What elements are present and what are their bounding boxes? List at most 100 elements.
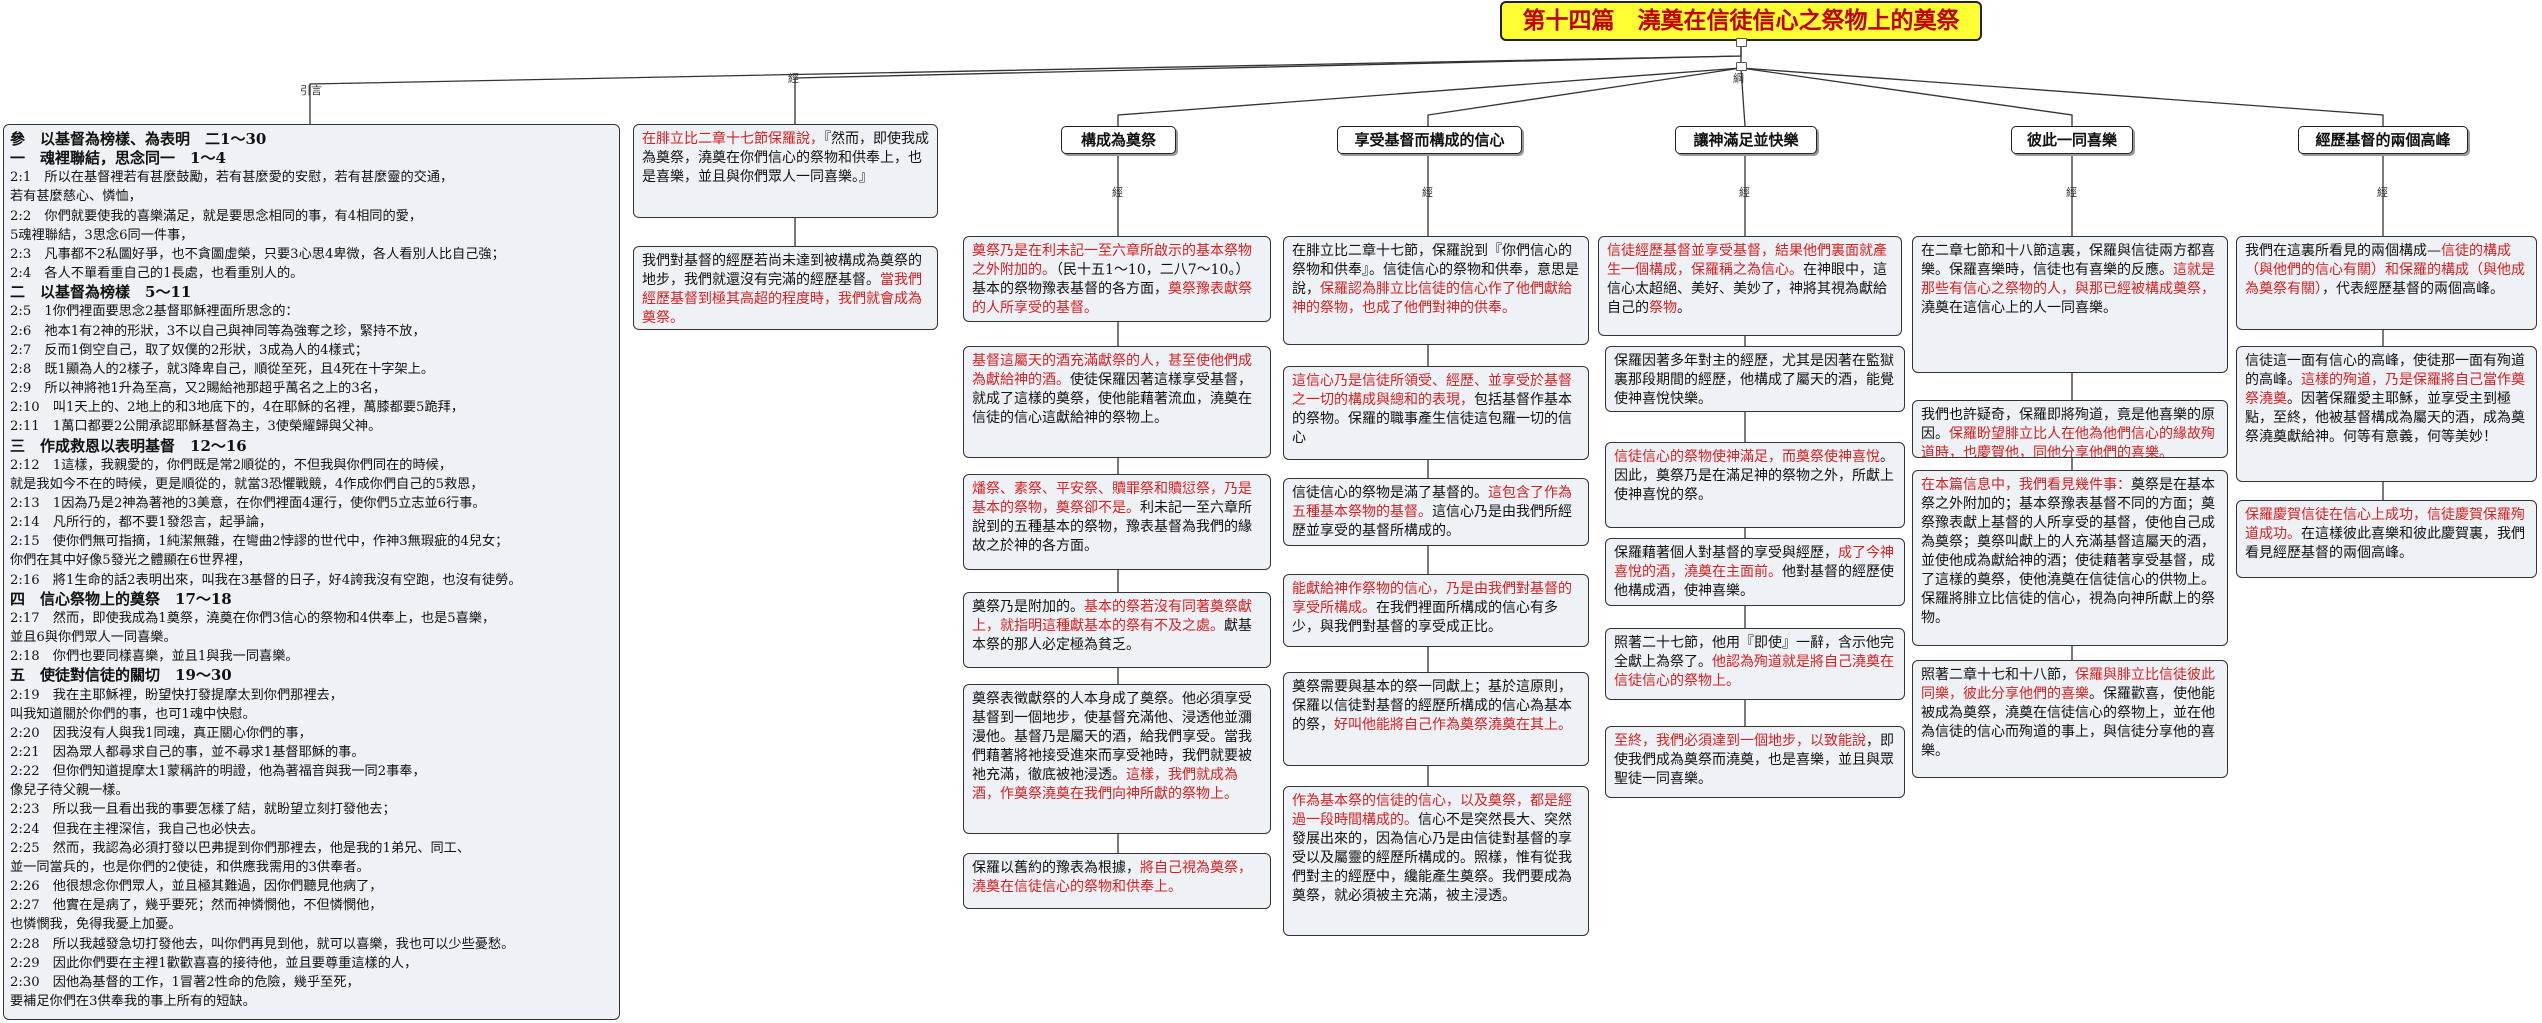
c3-node-4[interactable]: 保羅藉著個人對基督的享受與經歷，成了今神喜悅的酒，澆奠在主面前。他對基督的經歷使… bbox=[1605, 538, 1905, 606]
header-become-drink-offering[interactable]: 構成為奠祭 bbox=[1061, 126, 1176, 154]
root-title[interactable]: 第十四篇 澆奠在信徒信心之祭物上的奠祭 bbox=[1500, 1, 1982, 41]
outline-heading: 一 魂裡聯結，思念同一 1～4 bbox=[10, 149, 226, 168]
verse-line: 2:22 但你們知道提摩太1蒙稱許的明證，他為著福音與我一同2事奉， bbox=[10, 764, 426, 780]
c3-node-6[interactable]: 至終，我們必須達到一個地步，以致能說，即使我們成為奠祭而澆奠，也是喜樂，並且與眾… bbox=[1605, 726, 1905, 798]
c3-node-1[interactable]: 信徒經歷基督並享受基督，結果他們裏面就產生一個構成，保羅稱之為信心。在神眼中，這… bbox=[1598, 236, 1902, 336]
c1-node-6[interactable]: 保羅以舊約的豫表為根據，將自己視為奠祭，澆奠在信徒信心的祭物和供奉上。 bbox=[963, 853, 1271, 909]
main-text-node-1[interactable]: 在腓立比二章十七節保羅說，『然而，即使我成為奠祭，澆奠在你們信心的祭物和供奉上，… bbox=[633, 124, 938, 218]
c5-node-1[interactable]: 我們在這裏所看見的兩個構成—信徒的構成（與他們的信心有關）和保羅的構成（與他成為… bbox=[2236, 236, 2537, 330]
c1-node-4[interactable]: 奠祭乃是附加的。基本的祭若沒有同著奠祭獻上，就指明這種獻基本的祭有不及之處。獻基… bbox=[963, 592, 1271, 668]
verse-line: 你們在其中好像5發光之體顯在6世界裡， bbox=[10, 553, 251, 569]
verse-line: 就是我如今不在的時候，更是順從的，就當3恐懼戰競，4作成你們自己的5救恩， bbox=[10, 476, 484, 492]
c1-node-1[interactable]: 奠祭乃是在利未記一至六章所啟示的基本祭物之外附加的。（民十五1～10，二八7～1… bbox=[963, 236, 1271, 322]
body-text: 。因此，奠祭乃是在滿足神的祭物之外，所獻上使神喜悅的祭。 bbox=[1614, 449, 1894, 503]
verse-line: 2:20 因我沒有人與我1同魂，真正關心你們的事， bbox=[10, 725, 312, 741]
verse-line: 2:24 但我在主裡深信，我自己也必快去。 bbox=[10, 821, 264, 837]
c2-node-6[interactable]: 作為基本祭的信徒的信心，以及奠祭，都是經過一段時間構成的。信心不是突然長大、突然… bbox=[1283, 786, 1589, 936]
verse-line: 2:30 因他為基督的工作，1冒著2性命的危險，幾乎至死， bbox=[10, 974, 360, 990]
verse-line: 2:11 1萬口都要2公開承認耶穌基督為主，3使榮耀歸與父神。 bbox=[10, 419, 382, 435]
c1-node-2[interactable]: 基督這屬天的酒充滿獻祭的人，甚至使他們成為獻給神的酒。使徒保羅因著這樣享受基督，… bbox=[963, 346, 1271, 458]
c3-node-5[interactable]: 照著二十七節，他用『即使』一辭，含示他完全獻上為祭了。他認為殉道就是將自己澆奠在… bbox=[1605, 628, 1905, 700]
c3-node-2[interactable]: 保羅因著多年對主的經歷，尤其是因著在監獄裏那段期間的經歷，他構成了屬天的酒，能覺… bbox=[1605, 346, 1905, 412]
body-text: 保羅因著多年對主的經歷，尤其是因著在監獄裏那段期間的經歷，他構成了屬天的酒，能覺… bbox=[1614, 353, 1894, 407]
header-two-peaks[interactable]: 經歷基督的兩個高峰 bbox=[2298, 126, 2468, 154]
header-rejoice-together[interactable]: 彼此一同喜樂 bbox=[2011, 126, 2133, 154]
body-text: ，即使我們成為奠祭而澆奠，也是喜樂，並且與眾聖徒一同喜樂。 bbox=[1614, 733, 1894, 787]
branch-label-c2: 經 bbox=[1422, 186, 1433, 199]
highlight-text: 能獻給神作祭物的信心，乃是由我們對基督的享受所構成。 bbox=[1292, 581, 1572, 616]
highlight-text: 這樣的殉道，乃是保羅將自己當作奠祭澆奠 bbox=[2245, 372, 2525, 407]
verse-line: 並一同當兵的，也是你們的2使徒，和供應我需用的3供奉者。 bbox=[10, 859, 370, 875]
highlight-text: 至終，我們必須達到一個地步，以致能說 bbox=[1614, 733, 1866, 749]
main-branch-icon[interactable] bbox=[1736, 62, 1747, 71]
body-text: 信徒信心的祭物是滿了基督的。 bbox=[1292, 485, 1488, 501]
verse-line: 2:1 所以在基督裡若有甚麼鼓勵，若有甚麼愛的安慰，若有甚麼靈的交通， bbox=[10, 170, 454, 186]
body-text: 在二章七節和十八節這裏，保羅與信徒兩方都喜樂。保羅喜樂時，信徒也有喜樂的反應。 bbox=[1921, 243, 2215, 278]
body-text: 照著二章十七和十八節， bbox=[1921, 667, 2075, 683]
body-text: 我們對基督的經歷若尚未達到被構成為奠祭的地步，我們就還沒有完滿的經歷基督。 bbox=[642, 253, 922, 288]
c1-node-5[interactable]: 奠祭表徵獻祭的人本身成了奠祭。他必須享受基督到一個地步，使基督充滿他、浸透他並瀰… bbox=[963, 684, 1271, 834]
highlight-text: 這包含了作為五種基本祭物的基督。 bbox=[1292, 485, 1572, 520]
branch-label-main-text: 經 bbox=[788, 72, 799, 85]
c4-node-1[interactable]: 在二章七節和十八節這裏，保羅與信徒兩方都喜樂。保羅喜樂時，信徒也有喜樂的反應。這… bbox=[1912, 236, 2228, 373]
connector-root-intro bbox=[309, 44, 1742, 124]
branch-label-c1: 經 bbox=[1112, 186, 1123, 199]
highlight-text: 祭物 bbox=[1649, 300, 1677, 316]
highlight-text: 保羅與腓立比信徒彼此同樂，彼此分享他們的喜樂 bbox=[1921, 667, 2215, 702]
body-text: 包括基督作基本的祭物。保羅的職事產生信徒這包羅一切的信心 bbox=[1292, 392, 1572, 446]
verse-line: 2:28 所以我越發急切打發他去，叫你們再見到他，就可以喜樂，我也可以少些憂愁。 bbox=[10, 936, 515, 952]
verse-line: 2:10 叫1天上的、2地上的和3地底下的，4在耶穌的名裡，萬膝都要5跪拜， bbox=[10, 400, 465, 416]
connector-main-h5 bbox=[1740, 67, 2384, 126]
verse-line: 2:14 凡所行的，都不要1發怨言，起爭論， bbox=[10, 515, 273, 531]
c4-node-2[interactable]: 我們也許疑奇，保羅即將殉道，竟是他喜樂的原因。保羅盼望腓立比人在他為他們信心的緣… bbox=[1912, 400, 2228, 458]
c1-node-3[interactable]: 燔祭、素祭、平安祭、贖罪祭和贖愆祭，乃是基本的祭物，奠祭卻不是。利未記一至六章所… bbox=[963, 474, 1271, 570]
verse-line: 2:16 將1生命的話2表明出來，叫我在3基督的日子，好4誇我沒有空跑，也沒有徒… bbox=[10, 572, 522, 588]
highlight-text: 將自己視為奠祭，澆奠在信徒信心的祭物和供奉上。 bbox=[972, 860, 1252, 895]
body-text: 奠祭需要與基本的祭一同獻上；基於這原則，保羅以信徒對基督的經歷所構成的信心為基本… bbox=[1292, 679, 1572, 733]
verse-line: 2:18 你們也要同樣喜樂，並且1與我一同喜樂。 bbox=[10, 649, 299, 665]
verse-line: 2:19 我在主耶穌裡，盼望快打發提摩太到你們那裡去， bbox=[10, 687, 343, 703]
c2-node-3[interactable]: 信徒信心的祭物是滿了基督的。這包含了作為五種基本祭物的基督。這信心乃是由我們所經… bbox=[1283, 478, 1589, 546]
verse-line: 2:3 凡事都不2私圖好爭，也不貪圖虛榮，只要3心思4卑微，各人看別人比自己強； bbox=[10, 246, 505, 262]
main-text-node-2[interactable]: 我們對基督的經歷若尚未達到被構成為奠祭的地步，我們就還沒有完滿的經歷基督。當我們… bbox=[633, 246, 938, 330]
body-text: 。保羅歡喜，使他能被成為奠祭，澆奠在信徒信心的祭物上，並在他為信徒的信心而殉道的… bbox=[1921, 686, 2215, 759]
highlight-text: 信徒經歷基督並享受基督，結果他們裏面就產生一個構成，保羅稱之為信心。 bbox=[1607, 243, 1887, 278]
verse-line: 並且6與你們眾人一同喜樂。 bbox=[10, 630, 177, 646]
c2-node-4[interactable]: 能獻給神作祭物的信心，乃是由我們對基督的享受所構成。在我們裡面所構成的信心有多少… bbox=[1283, 574, 1589, 647]
body-text: 保羅藉著個人對基督的享受與經歷， bbox=[1614, 545, 1838, 561]
verse-line: 2:17 然而，即使我成為1奠祭，澆奠在你們3信心的祭物和4供奉上，也是5喜樂， bbox=[10, 610, 496, 626]
body-text: 這信心乃是由我們所經歷並享受的基督所構成的。 bbox=[1292, 504, 1572, 539]
verse-line: 2:8 既1顯為人的2樣子，就3降卑自己，順從至死，且4死在十字架上。 bbox=[10, 361, 435, 377]
c2-node-5[interactable]: 奠祭需要與基本的祭一同獻上；基於這原則，保羅以信徒對基督的經歷所構成的信心為基本… bbox=[1283, 672, 1589, 766]
outline-heading: 二 以基督為榜樣 5～11 bbox=[10, 283, 192, 302]
header-satisfy-god[interactable]: 讓神滿足並快樂 bbox=[1675, 126, 1817, 154]
connector-main-h2 bbox=[1427, 67, 1742, 126]
body-text: 他對基督的經歷使他構成酒，使神喜樂。 bbox=[1614, 564, 1894, 599]
highlight-text: 燔祭、素祭、平安祭、贖罪祭和贖愆祭，乃是基本的祭物，奠祭卻不是。 bbox=[972, 481, 1252, 516]
c4-node-4[interactable]: 照著二章十七和十八節，保羅與腓立比信徒彼此同樂，彼此分享他們的喜樂。保羅歡喜，使… bbox=[1912, 660, 2228, 778]
highlight-text: 作為基本祭的信徒的信心，以及奠祭，都是經過一段時間構成的。 bbox=[1292, 793, 1572, 828]
c5-node-2[interactable]: 信徒這一面有信心的高峰，使徒那一面有殉道的高峰。這樣的殉道，乃是保羅將自己當作奠… bbox=[2236, 346, 2537, 482]
highlight-text: 成了今神喜悅的酒，澆奠在主面前。 bbox=[1614, 545, 1894, 580]
c2-node-2[interactable]: 這信心乃是信徒所領受、經歷、並享受於基督之一切的構成與總和的表現，包括基督作基本… bbox=[1283, 366, 1589, 460]
c3-node-3[interactable]: 信徒信心的祭物使神滿足，而奠祭使神喜悅。因此，奠祭乃是在滿足神的祭物之外，所獻上… bbox=[1605, 442, 1905, 528]
body-text: 在這樣彼此喜樂和彼此慶賀裏，我們看見經歷基督的兩個高峰。 bbox=[2245, 526, 2525, 561]
body-text: 利未記一至六章所說到的五種基本的祭物，豫表基督為我們的緣故之於神的各方面。 bbox=[972, 500, 1252, 554]
body-text: 獻基本祭的那人必定極為貧乏。 bbox=[972, 618, 1252, 653]
root-collapse-icon[interactable] bbox=[1736, 38, 1747, 47]
c5-node-3[interactable]: 保羅慶賀信徒在信心上成功，信徒慶賀保羅殉道成功。在這樣彼此喜樂和彼此慶賀裏，我們… bbox=[2236, 500, 2537, 578]
verse-line: 2:12 1這樣，我親愛的，你們既是常2順從的，不但我與你們同在的時候， bbox=[10, 457, 453, 473]
branch-label-main: 綱 bbox=[1733, 72, 1744, 85]
verse-line: 2:9 所以神將祂1升為至高，又2賜給祂那超乎萬名之上的3名， bbox=[10, 381, 387, 397]
highlight-text: 保羅盼望腓立比人在他為他們信心的緣故殉道時，也慶賀他，同他分享他們的喜樂。 bbox=[1921, 426, 2215, 458]
body-text: 澆奠在這信心上的人一同喜樂。 bbox=[1921, 300, 2117, 316]
body-text: 照著二十七節，他用『即使』一辭，含示他完全獻上為祭了。 bbox=[1614, 635, 1894, 670]
header-faith-constituted[interactable]: 享受基督而構成的信心 bbox=[1337, 126, 1522, 154]
highlight-text: 基本的祭若沒有同著奠祭獻上，就指明這種獻基本的祭有不及之處。 bbox=[972, 599, 1252, 634]
body-text: 奠祭是在基本祭之外附加的；基本祭豫表基督不同的方面；奠祭豫表獻上基督的人所享受的… bbox=[1921, 477, 2215, 626]
verse-line: 5魂裡聯結，3思念6同一件事， bbox=[10, 227, 194, 243]
connector-main-h4 bbox=[1740, 67, 2073, 126]
c4-node-3[interactable]: 在本篇信息中，我們看見幾件事：奠祭是在基本祭之外附加的；基本祭豫表基督不同的方面… bbox=[1912, 470, 2228, 646]
c2-node-1[interactable]: 在腓立比二章十七節，保羅說到『你們信心的祭物和供奉』。信徒信心的祭物和供奉，意思… bbox=[1283, 236, 1589, 345]
